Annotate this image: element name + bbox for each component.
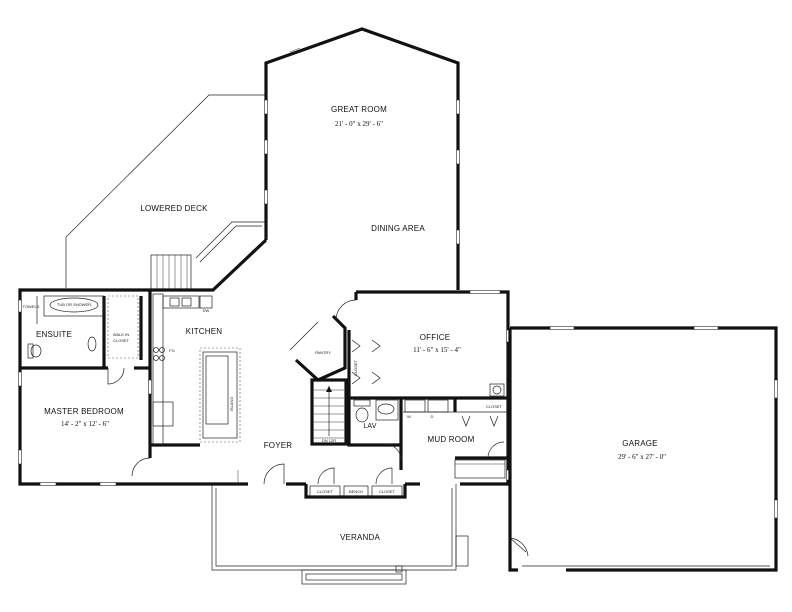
interior-stairs [314,386,344,439]
ensuite-fixtures [27,295,139,359]
dw-label: DW [203,308,210,313]
master-bedroom-label: MASTER BEDROOM [44,407,124,416]
dining-area-label: DINING AREA [371,224,425,233]
deck-stairs [150,254,192,290]
foyer-label: FOYER [264,441,293,450]
mud-room-label: MUD ROOM [428,435,475,444]
garage-label: GARAGE [622,439,657,448]
bench-label: BENCH [349,489,363,494]
island-label: ISLAND [229,397,234,412]
main-house-walls [18,288,510,499]
mud-closet-label: CLOSET [486,404,503,409]
stairs-down-label: DN 12R [322,438,336,443]
office-label: OFFICE [420,333,451,342]
garage-dim: 29' - 6" x 27' - 0" [618,453,666,461]
garage-walls [508,326,778,572]
kitchen-label: KITCHEN [186,327,223,336]
office-dim: 11' - 6" x 15' - 4" [413,346,461,354]
tub-shower-label: TUB OR SHOWER [57,302,91,307]
towels-label: TOWELS [23,304,40,309]
dryer-label: D [431,414,434,419]
kitchen-island [202,351,238,439]
closet-label: CLOSET [113,338,130,343]
great-room-dim: 21' - 0" x 29' - 6" [335,120,383,128]
lowered-deck-outline [65,94,266,288]
ensuite-label: ENSUITE [36,330,72,339]
lav-label: LAV [363,423,376,430]
veranda-label: VERANDA [340,533,381,542]
entry-closet-right-label: CLOSET [379,489,396,494]
pantry-label: PANTRY [315,350,331,355]
veranda-outline [211,484,469,585]
lav-fixtures [353,383,505,423]
entry-closets [309,459,506,497]
master-bedroom-dim: 14' - 2" x 12' - 6" [61,420,109,428]
great-room-label: GREAT ROOM [331,105,387,114]
fg-label: FG [169,348,175,353]
entry-closet-left-label: CLOSET [317,489,334,494]
kitchen-fixtures [152,293,241,445]
lowered-deck-label: LOWERED DECK [140,204,208,213]
doors [107,299,529,557]
washer-label: W [407,414,411,419]
office-closet-label: CLOSET [353,359,358,376]
great-room-walls [206,27,460,292]
walk-in-label: WALK IN [113,332,129,337]
